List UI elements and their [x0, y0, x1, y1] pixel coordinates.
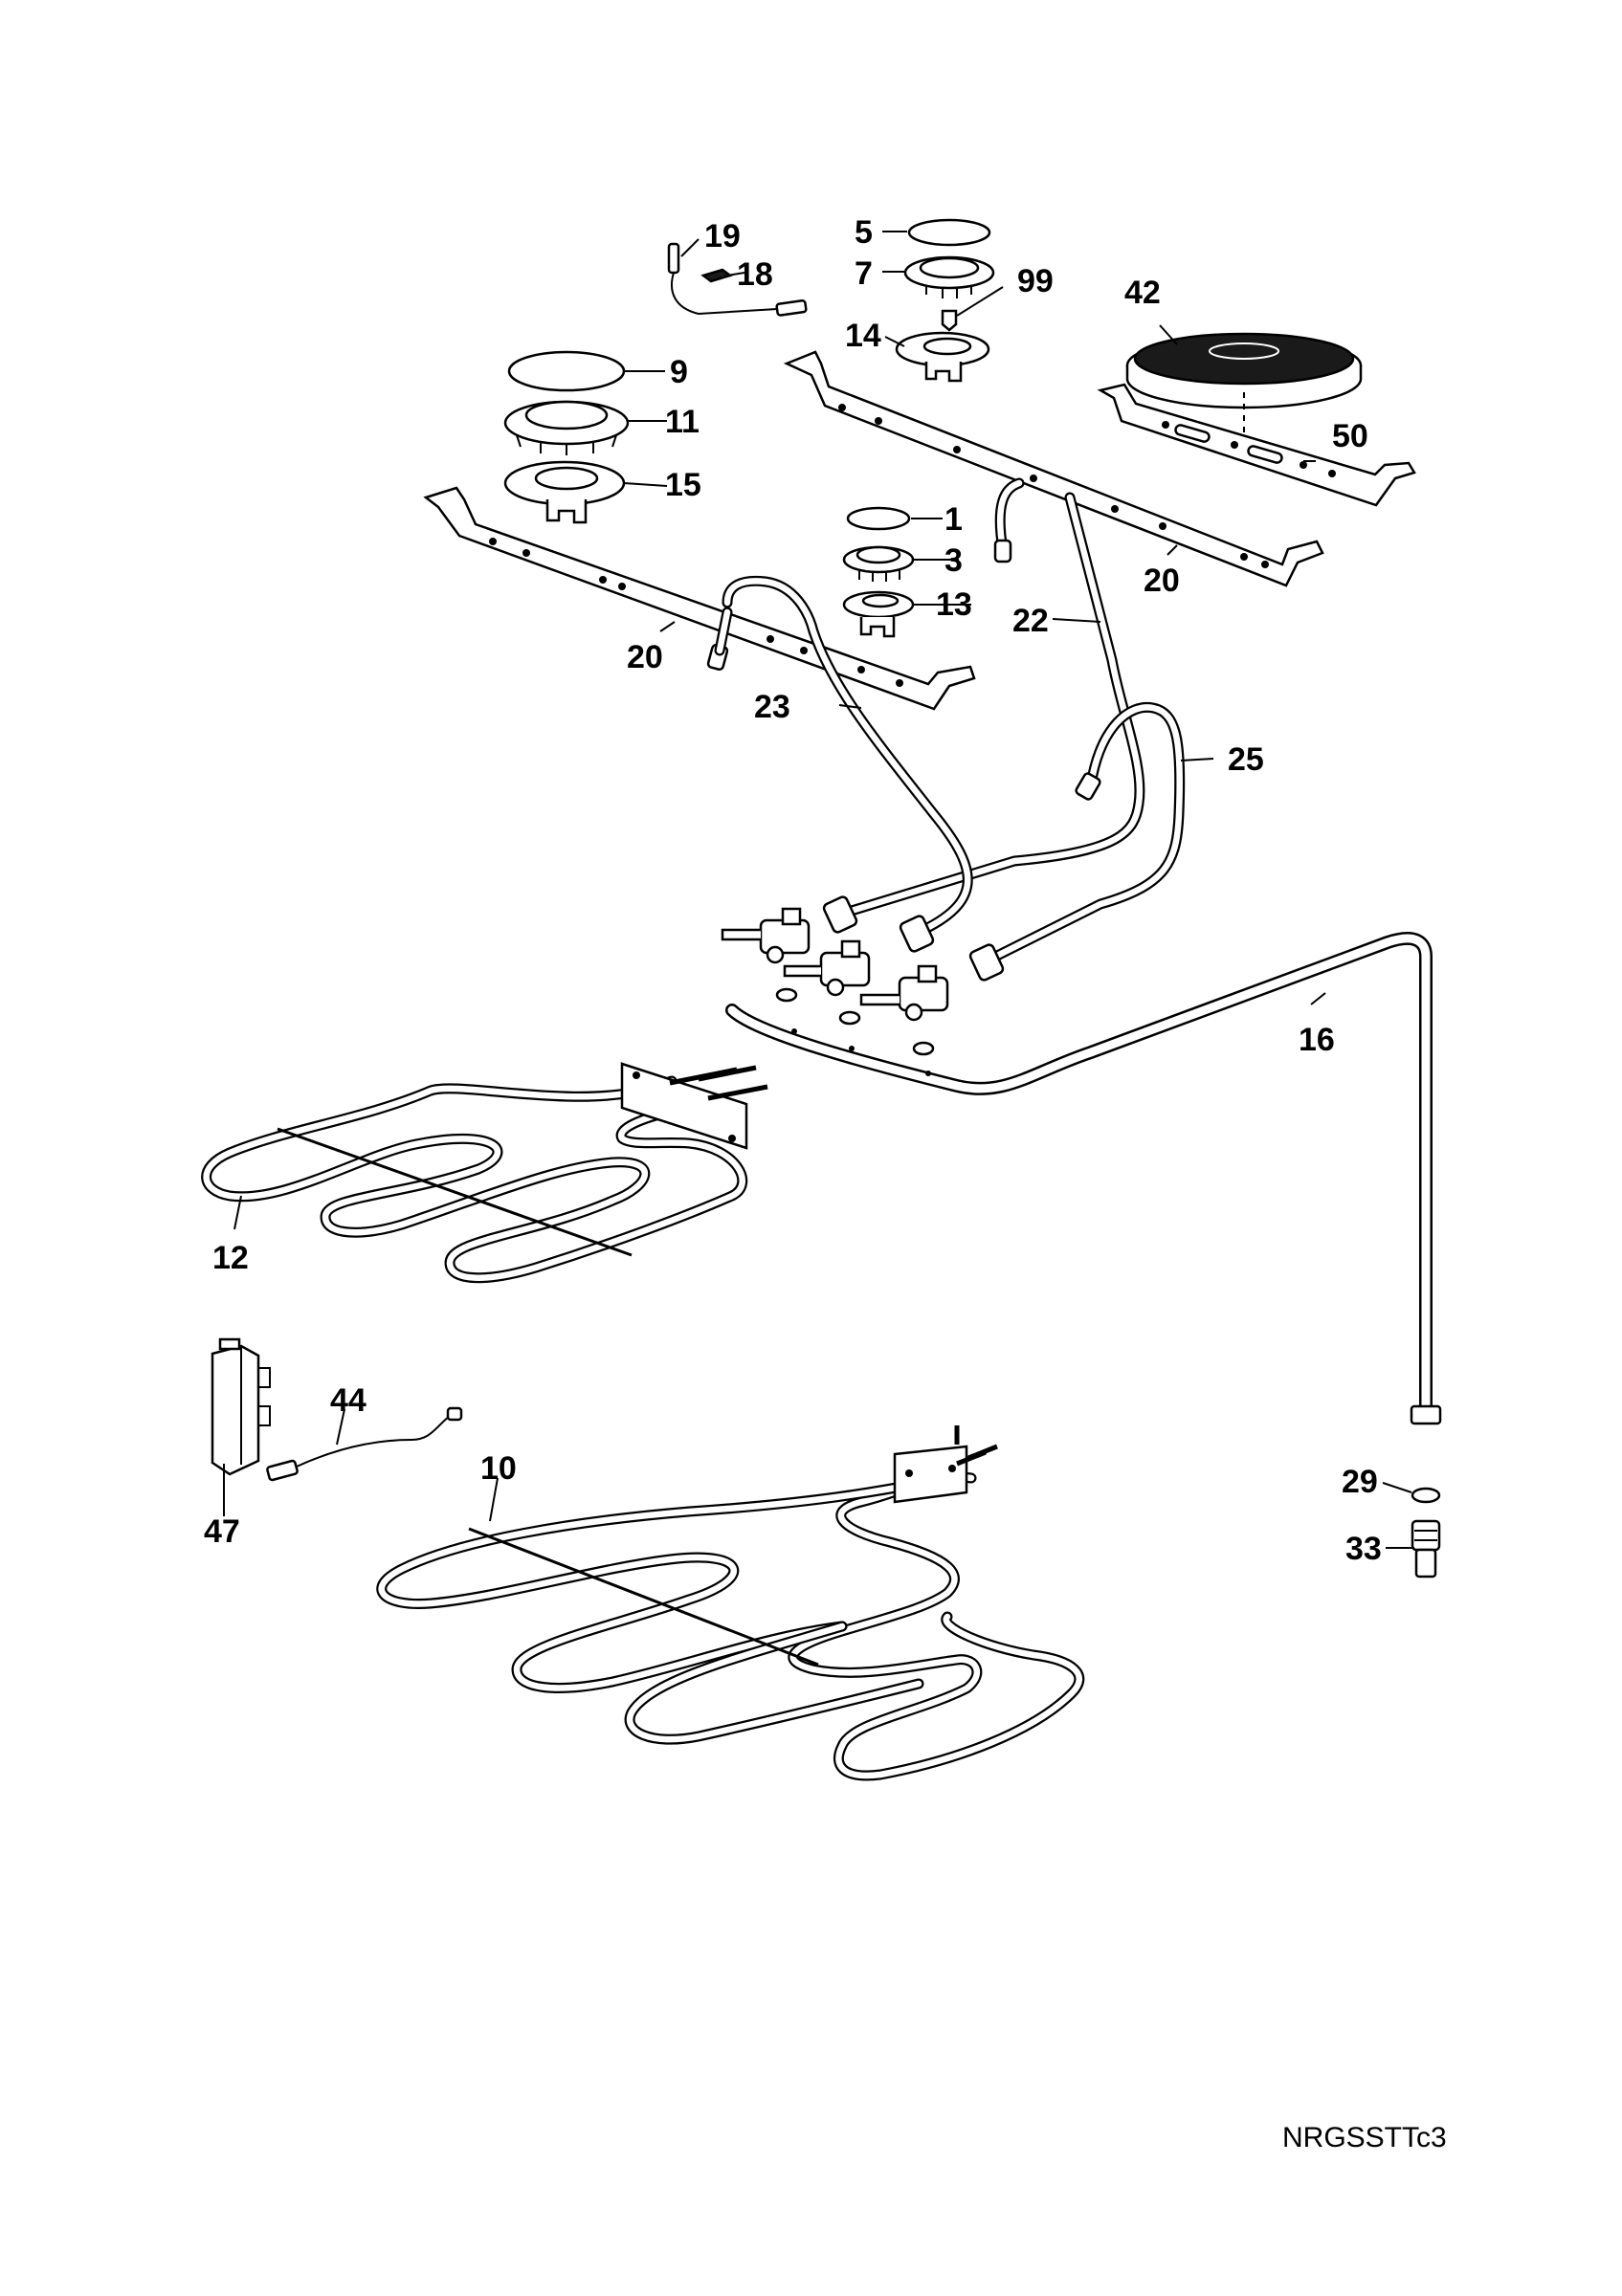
- label-16: 16: [1299, 1022, 1335, 1058]
- part-33-fitting: [1411, 1519, 1441, 1578]
- part-16-gas-manifold: [725, 932, 1442, 1425]
- label-22: 22: [1012, 603, 1049, 639]
- label-1: 1: [944, 501, 963, 538]
- part-25-gas-pipe: [980, 701, 1186, 967]
- label-3: 3: [944, 542, 963, 579]
- leader-lines: [223, 231, 1414, 1549]
- label-29: 29: [1342, 1464, 1378, 1500]
- part-22-gas-pipe: [836, 477, 1145, 919]
- label-13: 13: [936, 586, 972, 623]
- label-42: 42: [1124, 275, 1161, 311]
- label-23: 23: [754, 689, 790, 725]
- part-50-hotplate-bracket: [1097, 383, 1416, 507]
- part-11-burner-head: [503, 400, 630, 455]
- part-13-burner-base: [842, 590, 915, 638]
- label-15: 15: [665, 467, 701, 503]
- drawing-code: NRGSSTTc3: [1282, 2122, 1447, 2153]
- part-9-burner-cap: [507, 350, 626, 392]
- label-99: 99: [1017, 263, 1054, 299]
- label-50: 50: [1332, 418, 1368, 454]
- part-7-burner-head: [903, 255, 995, 298]
- part-44-wire: [266, 1406, 463, 1482]
- label-5: 5: [855, 214, 873, 251]
- label-11: 11: [665, 404, 700, 440]
- part-18-clip: [700, 268, 733, 283]
- part-20-bracket-right: [783, 350, 1324, 587]
- part-47-terminal-block: [211, 1337, 271, 1476]
- part-12-grill-element: [201, 1062, 768, 1284]
- label-20-right: 20: [1144, 563, 1180, 599]
- label-33: 33: [1345, 1531, 1382, 1567]
- label-10: 10: [480, 1450, 517, 1487]
- label-44: 44: [330, 1382, 367, 1419]
- part-labels: 19 18 5 7 99 14 42 9 11 50 15 1 3 20 13 …: [204, 214, 1382, 1567]
- part-23-gas-pipe: [706, 575, 973, 936]
- part-29-washer: [1411, 1487, 1441, 1504]
- pipe-nuts: [822, 895, 1005, 982]
- part-99-injector: [941, 309, 958, 332]
- label-18: 18: [737, 256, 773, 293]
- part-19-thermocouple: [667, 242, 808, 317]
- part-3-burner-head: [842, 545, 915, 582]
- part-15-burner-base: [503, 460, 626, 524]
- label-14: 14: [845, 318, 881, 354]
- part-10-oven-element: [376, 1425, 1085, 1781]
- label-20-left: 20: [627, 639, 663, 675]
- label-12: 12: [212, 1240, 249, 1276]
- part-42-hotplate: [1125, 332, 1363, 455]
- label-47: 47: [204, 1513, 240, 1550]
- label-25: 25: [1228, 741, 1264, 778]
- label-19: 19: [704, 218, 741, 254]
- part-20-bracket-left: [423, 486, 976, 711]
- label-7: 7: [855, 255, 873, 292]
- gas-valves: [721, 907, 949, 1056]
- part-1-burner-cap: [846, 506, 911, 531]
- part-14-burner-base: [895, 331, 990, 383]
- part-5-burner-cap: [907, 218, 991, 247]
- label-9: 9: [670, 354, 688, 390]
